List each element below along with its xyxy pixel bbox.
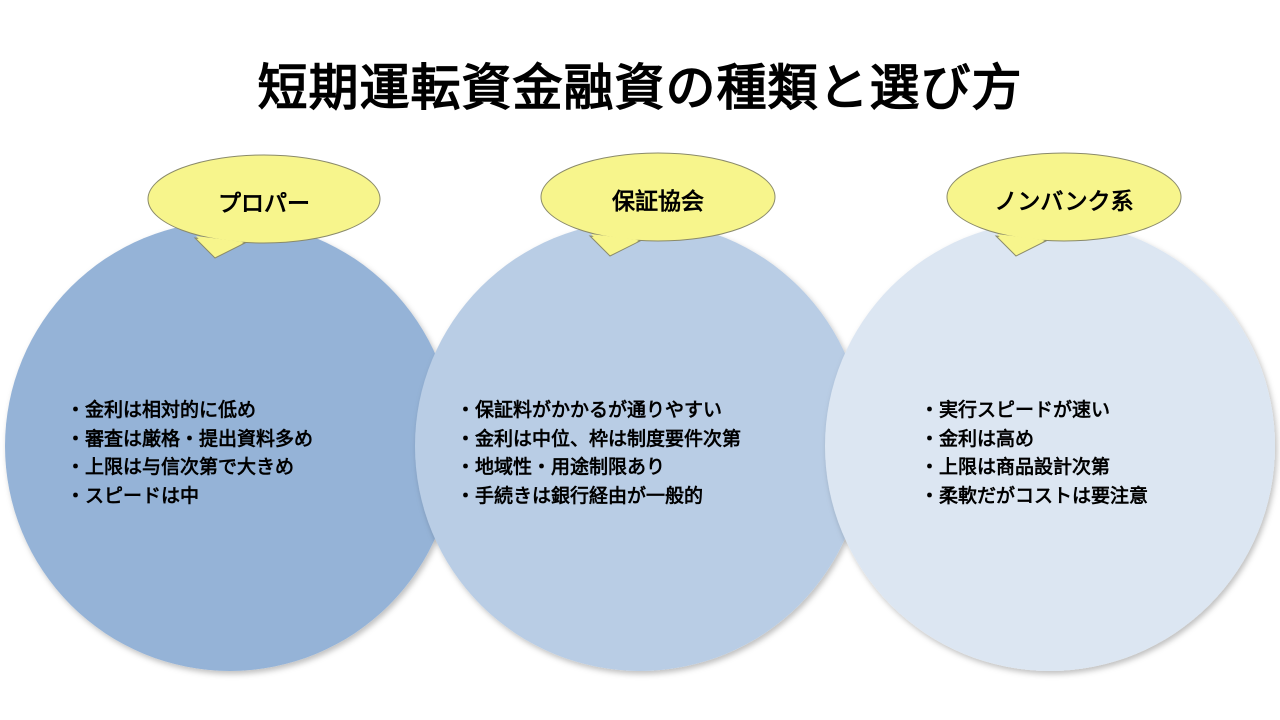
list-item: ・上限は商品設計次第 <box>920 456 1111 478</box>
list-item: ・実行スピードが速い <box>920 399 1111 421</box>
list-guarantee: ・保証料がかかるが通りやすい ・金利は中位、枠は制度要件次第 ・地域性・用途制限… <box>456 396 741 510</box>
list-proper: ・金利は相対的に低め ・審査は厳格・提出資料多め ・上限は与信次第で大きめ ・ス… <box>66 396 313 510</box>
list-item: ・金利は相対的に低め <box>66 399 257 421</box>
speech-bubble-guarantee <box>540 152 776 257</box>
list-item: ・上限は与信次第で大きめ <box>66 456 295 478</box>
list-item: ・保証料がかかるが通りやすい <box>456 399 723 421</box>
list-item: ・地域性・用途制限あり <box>456 456 666 478</box>
speech-bubble-proper <box>147 154 381 259</box>
slide-title: 短期運転資金融資の種類と選び方 <box>257 59 1023 117</box>
list-item: ・手続きは銀行経由が一般的 <box>456 484 704 507</box>
list-item: ・金利は中位、枠は制度要件次第 <box>456 427 742 450</box>
circle-proper <box>5 221 455 671</box>
label-nonbank: ノンバンク系 <box>994 189 1134 215</box>
list-item: ・金利は高め <box>920 427 1035 450</box>
speech-bubble-nonbank <box>946 152 1182 257</box>
list-item: ・スピードは中 <box>66 484 200 507</box>
label-proper: プロパー <box>218 191 310 217</box>
list-item: ・審査は厳格・提出資料多め <box>66 427 314 450</box>
list-nonbank: ・実行スピードが速い ・金利は高め ・上限は商品設計次第 ・柔軟だがコストは要注… <box>920 396 1148 510</box>
circle-nonbank <box>825 221 1275 671</box>
circle-guarantee <box>415 221 865 671</box>
label-guarantee: 保証協会 <box>612 189 704 215</box>
list-item: ・柔軟だがコストは要注意 <box>920 484 1149 507</box>
